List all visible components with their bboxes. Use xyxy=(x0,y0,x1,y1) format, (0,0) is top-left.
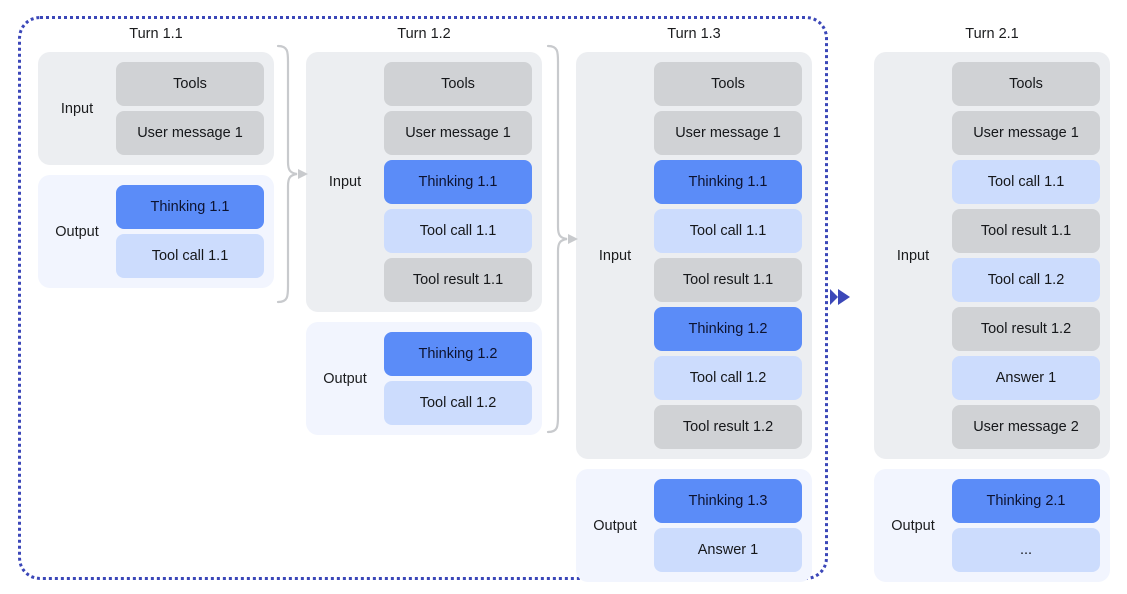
context-block: Tools xyxy=(952,62,1100,106)
context-block: Tool call 1.2 xyxy=(384,381,532,425)
context-block: Tool call 1.2 xyxy=(952,258,1100,302)
context-block: User message 1 xyxy=(654,111,802,155)
context-block: Tool call 1.2 xyxy=(654,356,802,400)
context-block: Thinking 1.3 xyxy=(654,479,802,523)
output-block-stack: Thinking 2.1... xyxy=(952,479,1100,572)
context-block: Answer 1 xyxy=(654,528,802,572)
output-label: Output xyxy=(593,517,637,534)
context-block: Thinking 1.2 xyxy=(384,332,532,376)
context-block: Thinking 1.1 xyxy=(116,185,264,229)
context-block: Tool call 1.1 xyxy=(384,209,532,253)
context-block: Answer 1 xyxy=(952,356,1100,400)
context-block: ... xyxy=(952,528,1100,572)
turn-title: Turn 1.2 xyxy=(397,26,451,42)
context-block: Tool call 1.1 xyxy=(654,209,802,253)
context-block: Tool result 1.2 xyxy=(654,405,802,449)
turn-title: Turn 2.1 xyxy=(965,26,1019,42)
context-block: Thinking 1.1 xyxy=(654,160,802,204)
turn-title: Turn 1.1 xyxy=(129,26,183,42)
output-label: Output xyxy=(323,370,367,387)
connector-turn-1-3-to-turn-2-1 xyxy=(828,285,860,309)
context-block: Tool call 1.1 xyxy=(116,234,264,278)
input-label: Input xyxy=(896,247,930,264)
context-block: Tools xyxy=(384,62,532,106)
output-panel-turn-2-1: Output Thinking 2.1... xyxy=(874,469,1110,582)
context-block: Tool result 1.2 xyxy=(952,307,1100,351)
context-block: User message 1 xyxy=(116,111,264,155)
output-label: Output xyxy=(55,223,99,240)
context-block: Thinking 2.1 xyxy=(952,479,1100,523)
context-block: Thinking 1.2 xyxy=(654,307,802,351)
input-label: Input xyxy=(60,100,94,117)
context-block: User message 1 xyxy=(384,111,532,155)
context-block: User message 2 xyxy=(952,405,1100,449)
context-block: Tool result 1.1 xyxy=(384,258,532,302)
context-block: Tool call 1.1 xyxy=(952,160,1100,204)
context-block: User message 1 xyxy=(952,111,1100,155)
input-label: Input xyxy=(328,174,362,190)
turn-title: Turn 1.3 xyxy=(667,26,721,42)
input-label: Input xyxy=(598,247,632,264)
context-block: Tools xyxy=(116,62,264,106)
context-block: Tool result 1.1 xyxy=(654,258,802,302)
output-label: Output xyxy=(891,517,935,534)
context-block: Thinking 1.1 xyxy=(384,160,532,204)
context-block: Tools xyxy=(654,62,802,106)
context-block: Tool result 1.1 xyxy=(952,209,1100,253)
